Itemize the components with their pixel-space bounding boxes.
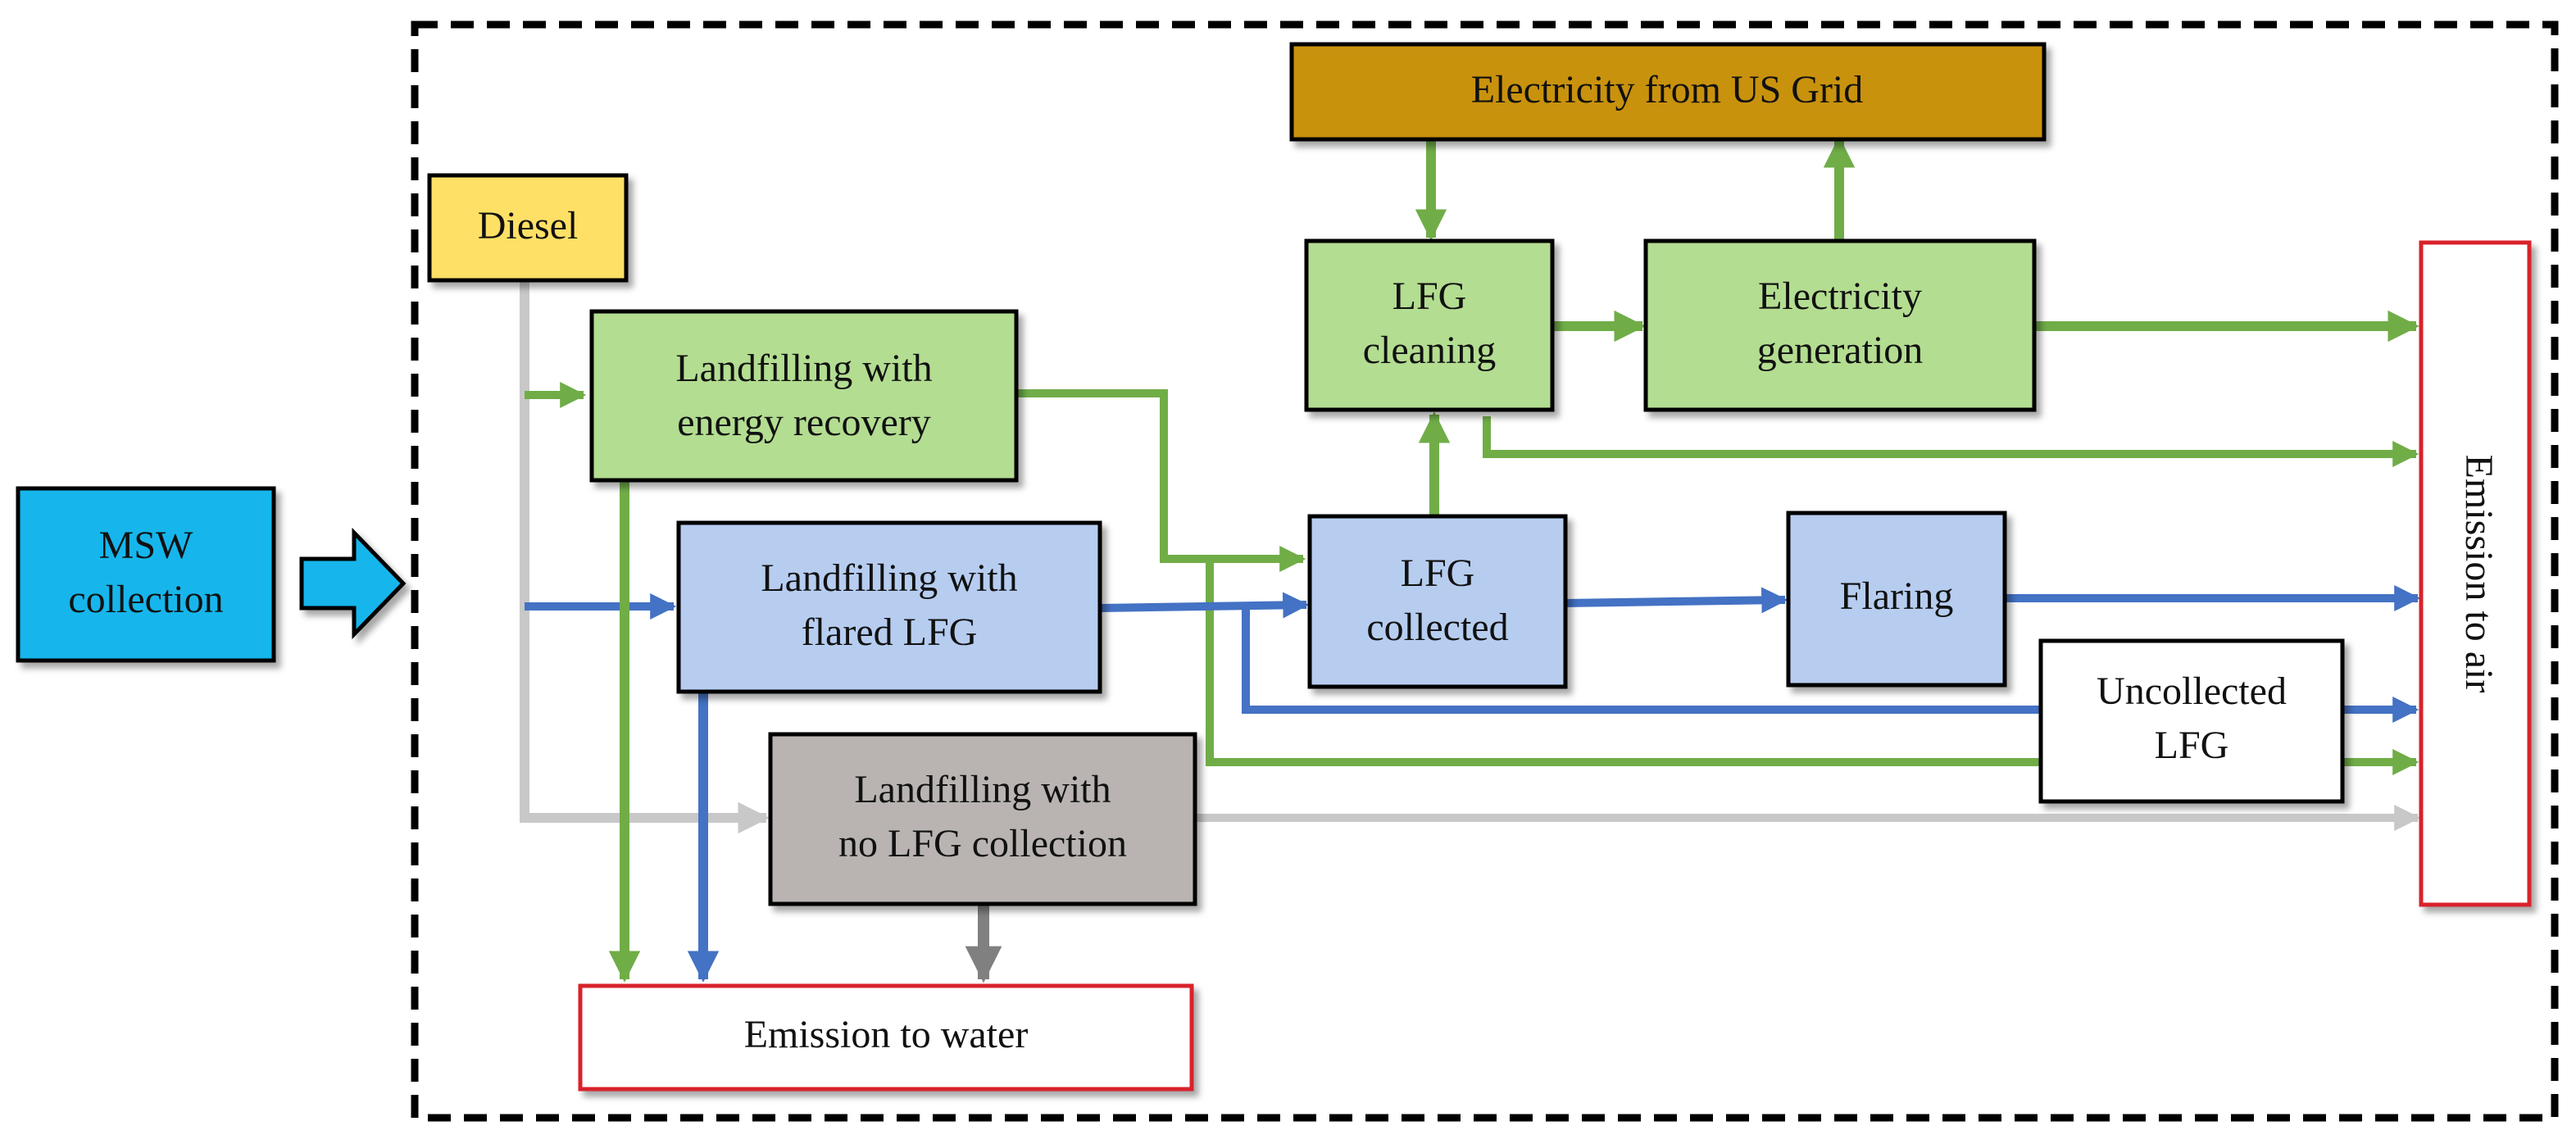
diesel-feed-line bbox=[520, 280, 770, 834]
node-electricity-generation: Electricity generation bbox=[1643, 238, 2037, 412]
collected-to-flaring-arrow bbox=[1565, 587, 1788, 614]
elec-gen-line1: Electricity bbox=[1758, 275, 1922, 318]
energy-to-collected-arrow bbox=[1016, 389, 1306, 573]
lf-nocollect-line1: Landfilling with bbox=[854, 768, 1111, 811]
input-arrow bbox=[299, 527, 407, 640]
node-emission-to-water: Emission to water bbox=[578, 983, 1194, 1092]
cleaning-to-air-arrow bbox=[1483, 416, 2419, 468]
uncollected-line2: LFG bbox=[2155, 724, 2229, 767]
lf-flared-line1: Landfilling with bbox=[761, 556, 1017, 600]
node-lfg-collected: LFG collected bbox=[1307, 514, 1568, 689]
energy-uncollected-line bbox=[1206, 559, 2041, 766]
lf-flared-line2: flared LFG bbox=[802, 611, 978, 654]
node-emission-to-air: Emission to air bbox=[2419, 240, 2532, 907]
flaring-label: Flaring bbox=[1840, 574, 1954, 618]
msw-line2: collection bbox=[68, 578, 223, 621]
node-lfg-cleaning: LFG cleaning bbox=[1304, 238, 1555, 412]
lfg-cleaning-line1: LFG bbox=[1392, 275, 1467, 318]
lfg-collected-line2: collected bbox=[1366, 606, 1508, 649]
flared-uncollected-line bbox=[1242, 606, 2041, 714]
lf-nocollect-line2: no LFG collection bbox=[838, 822, 1127, 865]
diesel-label: Diesel bbox=[478, 204, 579, 247]
node-diesel: Diesel bbox=[427, 173, 629, 283]
emission-water-label: Emission to water bbox=[744, 1013, 1029, 1056]
node-landfilling-energy-recovery: Landfilling with energy recovery bbox=[589, 309, 1019, 483]
connectors bbox=[520, 136, 2421, 983]
node-landfilling-no-collection: Landfilling with no LFG collection bbox=[768, 732, 1197, 906]
lf-energy-line1: Landfilling with bbox=[675, 347, 932, 390]
lf-energy-line2: energy recovery bbox=[677, 401, 931, 444]
flared-to-collected-arrow bbox=[1099, 592, 1310, 619]
emission-air-label: Emission to air bbox=[2457, 455, 2501, 693]
node-flaring: Flaring bbox=[1786, 511, 2007, 688]
system-boundary bbox=[411, 20, 2559, 1122]
node-landfilling-flared-lfg: Landfilling with flared LFG bbox=[676, 520, 1102, 694]
lfg-cleaning-line2: cleaning bbox=[1363, 329, 1497, 372]
node-uncollected-lfg: Uncollected LFG bbox=[2038, 638, 2345, 804]
msw-line1: MSW bbox=[99, 524, 193, 567]
uncollected-line1: Uncollected bbox=[2097, 670, 2287, 713]
lfg-collected-line1: LFG bbox=[1401, 552, 1475, 595]
node-electricity-grid: Electricity from US Grid bbox=[1289, 42, 2047, 142]
node-msw-collection: MSW collection bbox=[16, 486, 276, 663]
grid-label: Electricity from US Grid bbox=[1471, 68, 1864, 111]
elec-gen-line2: generation bbox=[1757, 329, 1924, 372]
